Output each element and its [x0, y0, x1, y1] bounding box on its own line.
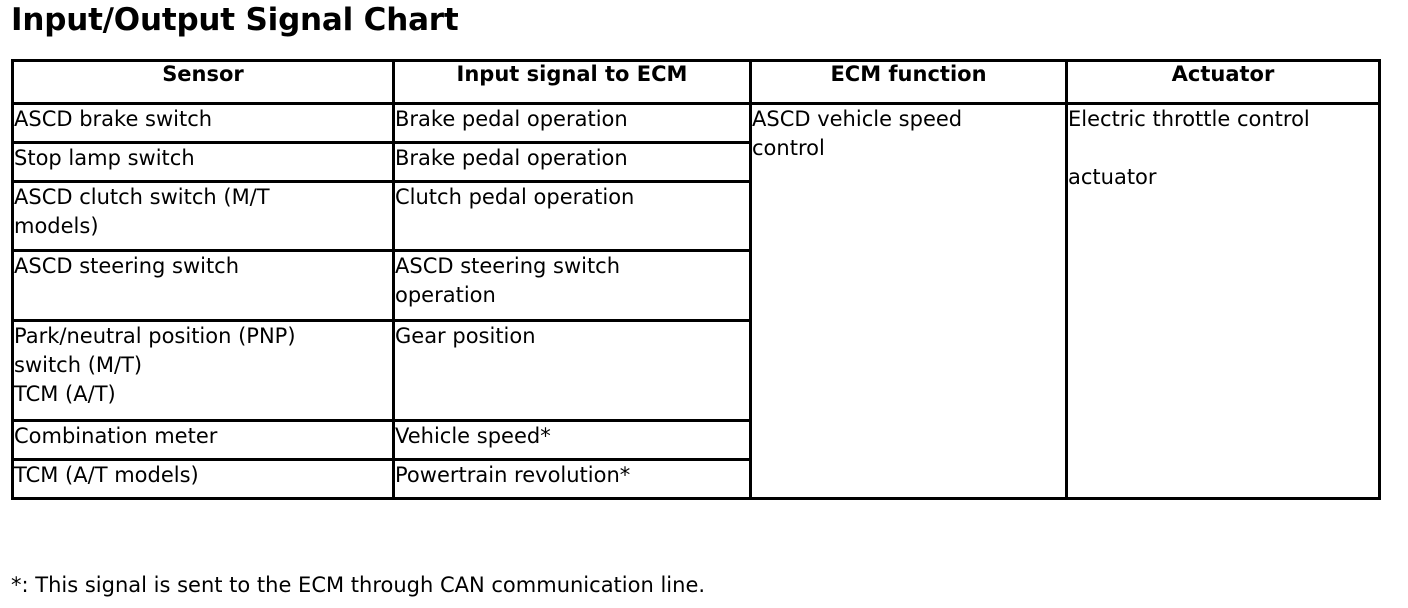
cell-input-line-2: operation — [395, 283, 496, 307]
column-header-input-signal: Input signal to ECM — [392, 59, 752, 105]
cell-sensor-line-1: ASCD brake switch — [14, 107, 213, 131]
cell-sensor-line-3: TCM (A/T) — [14, 382, 116, 406]
cell-input-signal: Brake pedal operation — [392, 141, 752, 183]
table-header: Sensor Input signal to ECM ECM function … — [11, 59, 1381, 105]
cell-input-signal: Powertrain revolution* — [392, 458, 752, 500]
table-row: Combination meter Vehicle speed* — [11, 419, 1380, 461]
cell-sensor-line-2: switch (M/T) — [14, 353, 143, 377]
cell-sensor-line-1: TCM (A/T models) — [14, 463, 199, 487]
cell-input-signal: Clutch pedal operation — [392, 180, 752, 252]
table-row: ASCD steering switch ASCD steering switc… — [11, 249, 1380, 322]
cell-ecm-function-line-1: ASCD vehicle speed — [752, 107, 963, 131]
cell-sensor: ASCD clutch switch (M/T models) — [11, 180, 395, 252]
cell-sensor: Combination meter — [11, 419, 395, 461]
cell-ecm-function: ASCD vehicle speed control — [749, 102, 1068, 500]
page-title: Input/Output Signal Chart — [11, 2, 459, 38]
cell-actuator-line-1: Electric throttle control — [1068, 107, 1310, 131]
cell-sensor-line-1: ASCD clutch switch (M/T — [14, 185, 270, 209]
cell-input-line-1: Brake pedal operation — [395, 107, 628, 131]
cell-sensor: ASCD brake switch — [11, 102, 395, 144]
cell-input-signal: ASCD steering switch operation — [392, 249, 752, 322]
cell-input-signal: Gear position — [392, 319, 752, 422]
cell-sensor-line-1: Park/neutral position (PNP) — [14, 324, 296, 348]
cell-actuator-blank-line — [1068, 134, 1378, 163]
table-row: Park/neutral position (PNP) switch (M/T)… — [11, 319, 1380, 422]
cell-ecm-function-line-2: control — [752, 136, 825, 160]
cell-input-signal: Brake pedal operation — [392, 102, 752, 144]
cell-sensor: ASCD steering switch — [11, 249, 395, 322]
cell-input-line-1: Brake pedal operation — [395, 146, 628, 170]
cell-sensor: TCM (A/T models) — [11, 458, 395, 500]
column-header-sensor: Sensor — [11, 59, 395, 105]
cell-input-line-1: ASCD steering switch — [395, 254, 621, 278]
table-body: ASCD brake switch Brake pedal operation … — [11, 102, 1381, 500]
table-row: ASCD brake switch Brake pedal operation … — [11, 102, 1381, 500]
footnote-can-communication: *: This signal is sent to the ECM throug… — [11, 573, 706, 597]
column-header-ecm-function: ECM function — [749, 59, 1068, 105]
cell-input-line-1: Vehicle speed* — [395, 424, 551, 448]
table-row: TCM (A/T models) Powertrain revolution* — [11, 458, 1380, 500]
input-output-signal-table: Sensor Input signal to ECM ECM function … — [11, 59, 1381, 500]
cell-input-signal: Vehicle speed* — [392, 419, 752, 461]
cell-sensor-line-1: Stop lamp switch — [14, 146, 195, 170]
table-row: Stop lamp switch Brake pedal operation — [11, 141, 1380, 183]
cell-actuator: Electric throttle control actuator — [1065, 102, 1381, 500]
cell-sensor: Stop lamp switch — [11, 141, 395, 183]
cell-input-line-1: Gear position — [395, 324, 536, 348]
table-row: ASCD clutch switch (M/T models) Clutch p… — [11, 180, 1380, 252]
cell-input-line-1: Powertrain revolution* — [395, 463, 631, 487]
cell-input-line-1: Clutch pedal operation — [395, 185, 635, 209]
cell-sensor: Park/neutral position (PNP) switch (M/T)… — [11, 319, 395, 422]
cell-sensor-line-2: models) — [14, 214, 99, 238]
cell-sensor-line-1: Combination meter — [14, 424, 218, 448]
column-header-actuator: Actuator — [1065, 59, 1381, 105]
cell-sensor-line-1: ASCD steering switch — [14, 254, 240, 278]
cell-actuator-line-2: actuator — [1068, 165, 1157, 189]
table-header-row: Sensor Input signal to ECM ECM function … — [11, 59, 1381, 105]
